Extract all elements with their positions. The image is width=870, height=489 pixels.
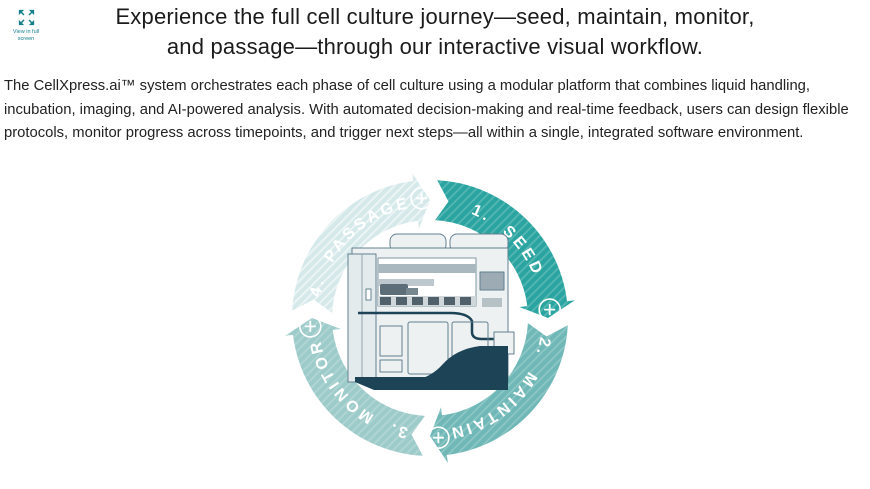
fullscreen-label: View in full screen: [12, 29, 40, 42]
front-door-left: [407, 321, 449, 375]
segment-3-stripes: [285, 318, 425, 456]
title-line-2: and passage—through our interactive visu…: [166, 34, 704, 59]
front-panel-small-2: [379, 359, 403, 373]
gantry-rail: [378, 264, 476, 273]
tower-handle: [365, 288, 372, 301]
deck-shelf: [378, 296, 476, 306]
instrument-illustration: [347, 233, 515, 390]
segment-4-stripes: [292, 173, 430, 313]
front-panel-small: [379, 325, 403, 357]
fullscreen-button[interactable]: View in full screen: [6, 7, 46, 43]
robot-arm-head: [406, 288, 418, 295]
gantry-rail-2: [378, 279, 434, 286]
page-title: Experience the full cell culture journey…: [0, 2, 870, 62]
segment-3-monitor[interactable]: [285, 318, 425, 456]
body-accent-line: [358, 311, 505, 341]
base-wedge: [418, 346, 508, 380]
plus-icon-passage[interactable]: [410, 187, 433, 210]
plus-icon-monitor[interactable]: [298, 315, 322, 338]
base-strip: [355, 377, 508, 390]
sample-plates: [380, 297, 471, 305]
side-vent-2: [482, 298, 502, 307]
fullscreen-icon: [18, 9, 34, 26]
segment-2-stripes: [430, 323, 568, 463]
side-vent: [479, 271, 505, 291]
segment-2-maintain[interactable]: [430, 323, 568, 463]
plus-icon-maintain[interactable]: [427, 426, 450, 450]
intro-paragraph: The CellXpress.ai™ system orchestrates e…: [4, 78, 849, 141]
title-line-1: Experience the full cell culture journey…: [115, 4, 755, 29]
segment-4-passage[interactable]: [292, 173, 430, 313]
plus-icon-seed[interactable]: [538, 298, 562, 321]
robot-arm: [380, 284, 408, 295]
